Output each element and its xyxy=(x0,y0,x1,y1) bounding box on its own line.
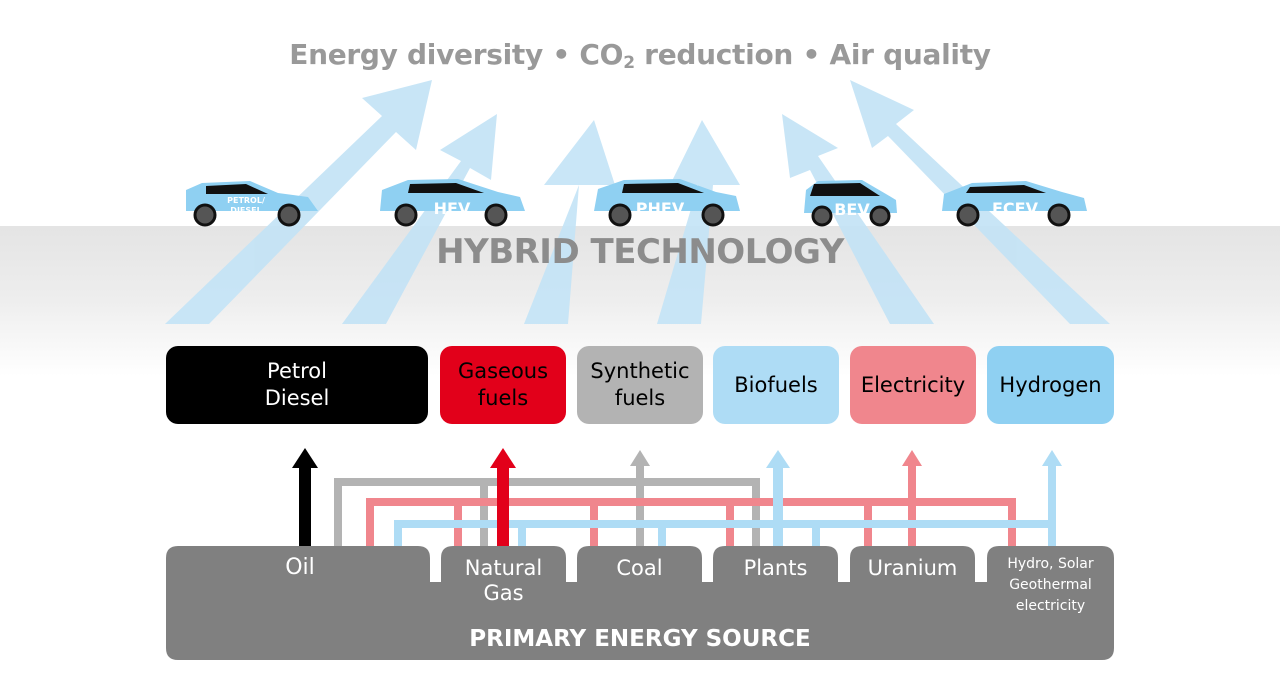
car-phev: PHEV xyxy=(594,179,740,227)
source-label-coal: Coal xyxy=(616,556,663,580)
line-blue xyxy=(394,520,1052,548)
wheel-icon xyxy=(869,205,891,227)
wheel-icon xyxy=(608,203,632,227)
up-arrow-4 xyxy=(657,120,740,324)
car-label: BEV xyxy=(834,200,870,219)
car-bev: BEV xyxy=(804,180,897,227)
source-label-natural-gas: Natural Gas xyxy=(464,556,543,605)
arrowhead-black xyxy=(292,448,318,468)
arrowhead-pink xyxy=(902,450,922,466)
fuel-box-biofuels: Biofuels xyxy=(713,346,839,424)
car-label: FCEV xyxy=(992,199,1039,218)
connector-lines xyxy=(334,460,1056,548)
wheel-icon xyxy=(701,203,725,227)
up-arrow-3 xyxy=(524,120,615,324)
up-arrow-6 xyxy=(850,80,1110,324)
car-hev: HEV xyxy=(380,179,525,227)
car-windows xyxy=(408,183,484,193)
wheel-icon xyxy=(394,203,418,227)
up-arrow-2 xyxy=(342,114,497,324)
car-windows xyxy=(622,183,704,193)
arrowhead-red xyxy=(490,448,516,468)
hybrid-technology-label: HYBRID TECHNOLOGY xyxy=(436,232,844,272)
fuel-box-synthetic-fuels: Synthetic fuels xyxy=(577,346,703,424)
arrow-red-shaft xyxy=(497,466,509,548)
source-label-hydro-solar-geothermal: Hydro, Solar Geothermal electricity xyxy=(1007,556,1094,614)
wheel-icon xyxy=(956,203,980,227)
car-petrol-diesel: PETROL/ DIESEL xyxy=(186,181,318,227)
source-label-plants: Plants xyxy=(743,556,808,580)
source-label-oil: Oil xyxy=(285,555,315,580)
wheel-icon xyxy=(484,203,508,227)
primary-energy-source-box xyxy=(166,546,1114,660)
car-label: DIESEL xyxy=(230,206,261,215)
car-label: HEV xyxy=(434,199,471,218)
headline: Energy diversity • CO2 reduction • Air q… xyxy=(0,38,1280,73)
line-gray xyxy=(334,478,760,548)
wheel-icon xyxy=(1047,203,1071,227)
arrowheads xyxy=(630,450,1062,468)
fuel-box-hydrogen: Hydrogen xyxy=(987,346,1114,424)
car-label: PHEV xyxy=(636,199,685,218)
main-arrows xyxy=(292,448,516,548)
wheel-icon xyxy=(193,203,217,227)
arrowhead-blue xyxy=(1042,450,1062,466)
car-windows xyxy=(810,183,880,196)
headline-subscript: 2 xyxy=(623,53,635,73)
fuel-box-electricity: Electricity xyxy=(850,346,976,424)
car-windows xyxy=(966,185,1046,193)
wheel-icon xyxy=(277,203,301,227)
up-arrow-5 xyxy=(782,114,934,324)
fuel-box-petrol-diesel: Petrol Diesel xyxy=(166,346,428,424)
source-label-uranium: Uranium xyxy=(867,556,958,580)
headline-text: reduction • Air quality xyxy=(634,38,991,71)
fuel-box-gaseous-fuels: Gaseous fuels xyxy=(440,346,566,424)
arrowhead-blue xyxy=(766,450,790,468)
arrow-black-shaft xyxy=(299,466,311,548)
headline-text: Energy diversity • CO xyxy=(289,38,624,71)
wheel-icon xyxy=(811,205,833,227)
car-label: PETROL/ xyxy=(227,196,265,205)
car-windows xyxy=(206,184,268,194)
primary-energy-source-label: PRIMARY ENERGY SOURCE xyxy=(469,626,811,652)
arrowhead-gray xyxy=(630,450,650,466)
car-fcev: FCEV xyxy=(942,181,1087,227)
